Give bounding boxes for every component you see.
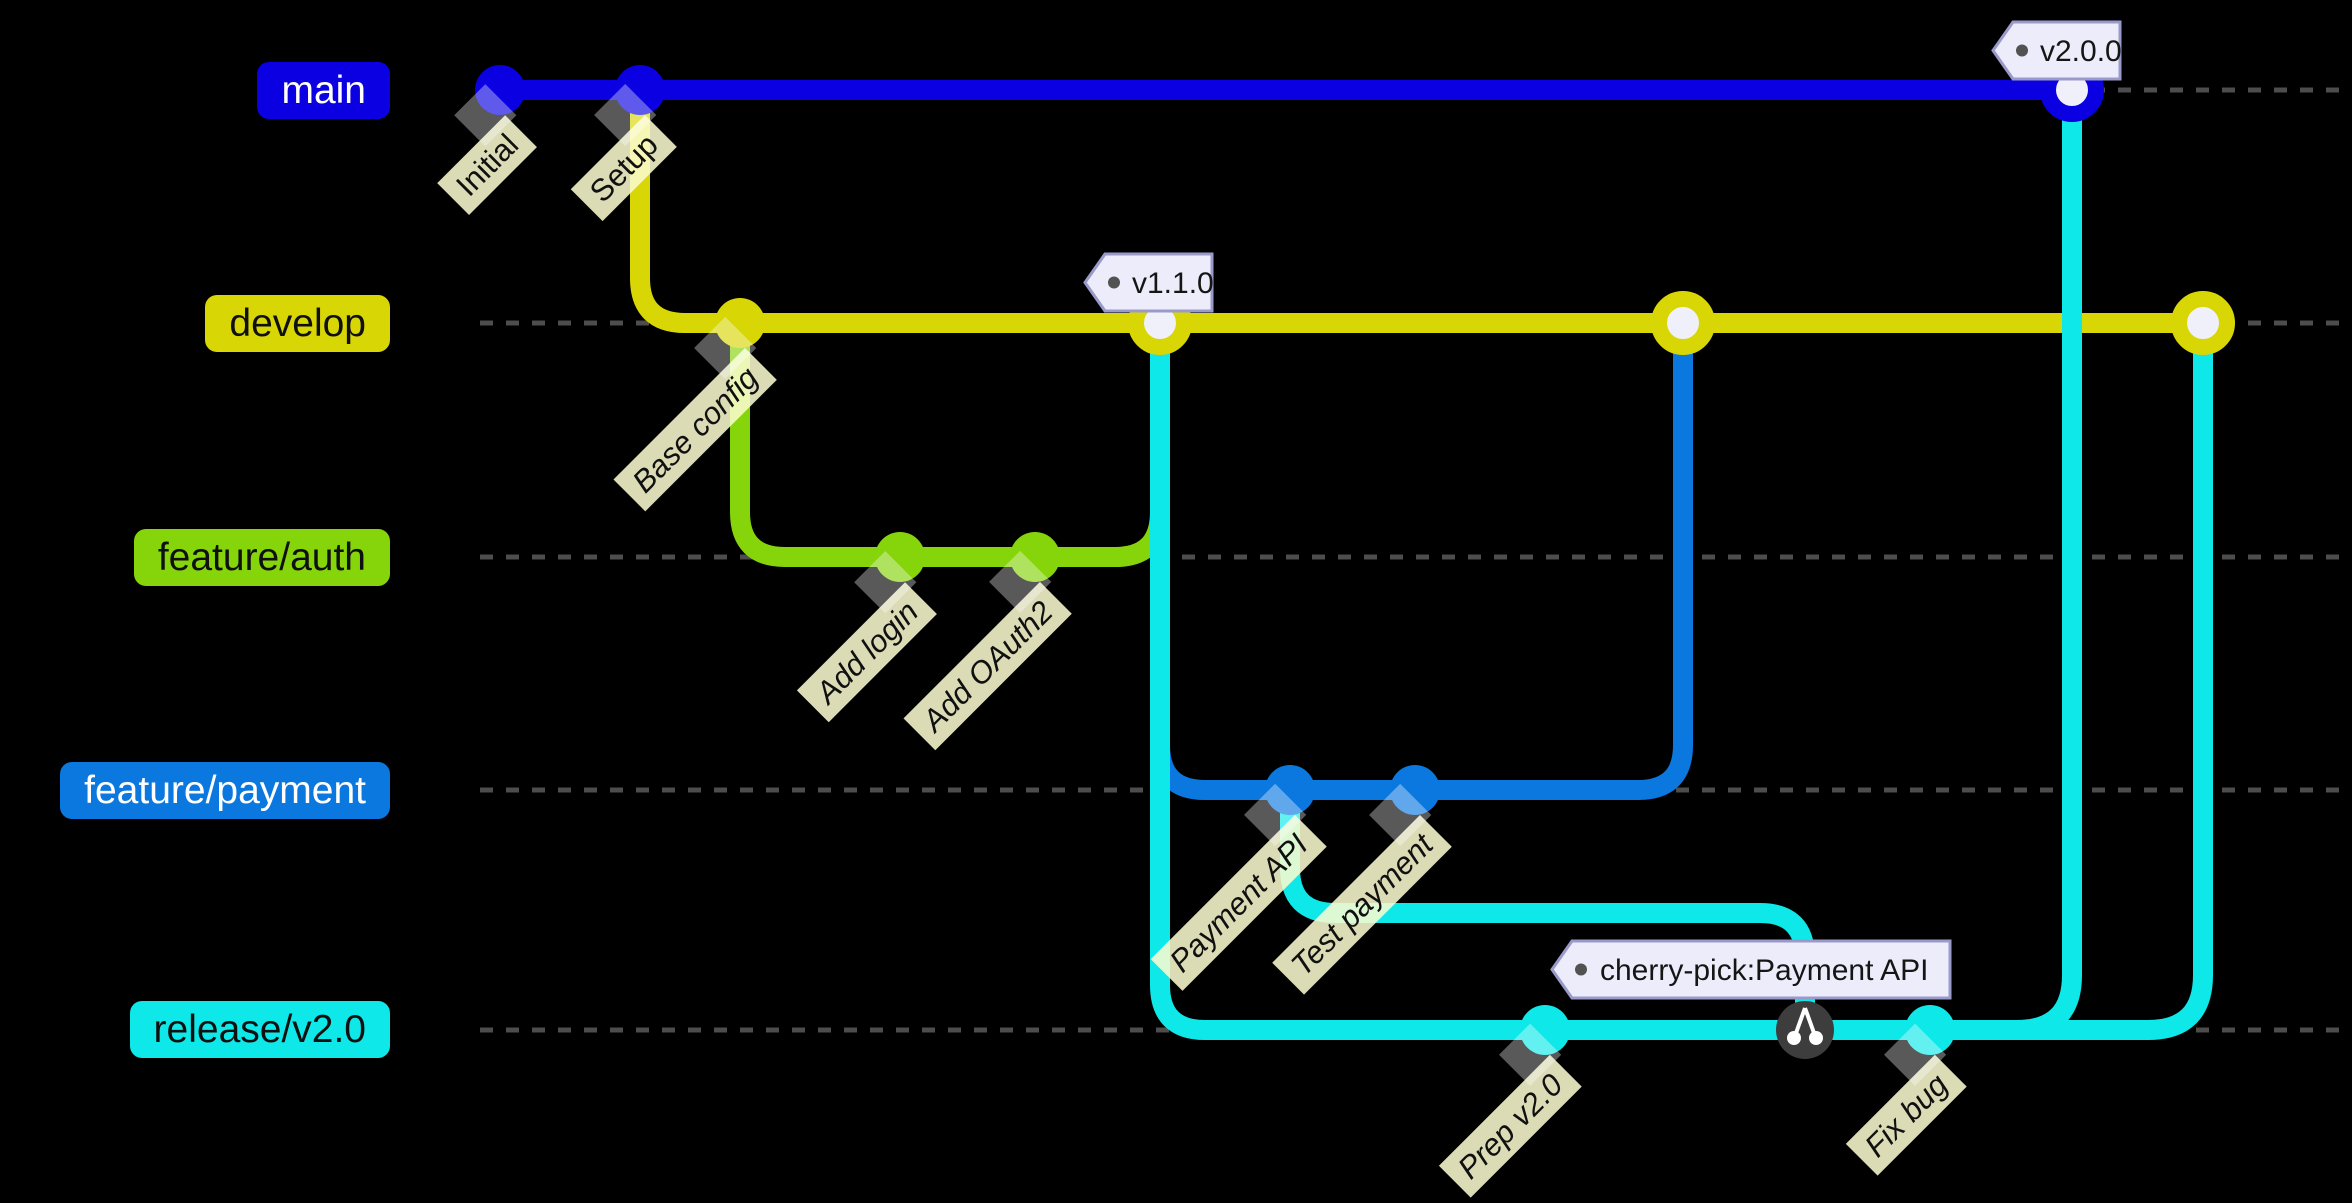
branch-label-feature-payment: feature/payment bbox=[60, 762, 390, 819]
tag-v110-label: v1.1.0 bbox=[1132, 267, 1214, 300]
tag-hole-icon bbox=[1575, 963, 1587, 976]
merge-commit-release-into-develop bbox=[2171, 291, 2235, 355]
branch-line-develop bbox=[630, 90, 2203, 333]
branch-label-main: main bbox=[257, 62, 390, 119]
tag-hole-icon bbox=[1108, 276, 1120, 289]
tag-hole-icon bbox=[2016, 44, 2028, 57]
branch-label-release-v20: release/v2.0 bbox=[129, 1001, 390, 1058]
branch-line-release bbox=[1150, 323, 2213, 1040]
tag-cherry-pick-label: cherry-pick:Payment API bbox=[1600, 954, 1928, 987]
tag-v110: v1.1.0 bbox=[1083, 252, 1214, 313]
merge-commit-payment-into-develop bbox=[1651, 291, 1715, 355]
branch-label-develop: develop bbox=[205, 295, 390, 352]
merge-line-release-to-main bbox=[1975, 90, 2082, 1040]
cherry-pick-connector bbox=[1280, 790, 1815, 1030]
tag-cherry-pick: cherry-pick:Payment API bbox=[1550, 939, 1952, 1000]
tag-v200-label: v2.0.0 bbox=[2040, 35, 2122, 68]
cherry-icon bbox=[1787, 1007, 1823, 1045]
branch-lines bbox=[500, 80, 2213, 1040]
tag-v200: v2.0.0 bbox=[1991, 20, 2122, 81]
branch-line-feature-auth bbox=[730, 323, 1170, 567]
branch-label-feature-auth: feature/auth bbox=[133, 529, 390, 586]
tags: v1.1.0 v2.0.0 cherry-pick:Payment API bbox=[1083, 20, 2122, 1000]
cherry-pick-commit-dot bbox=[1776, 1001, 1834, 1059]
